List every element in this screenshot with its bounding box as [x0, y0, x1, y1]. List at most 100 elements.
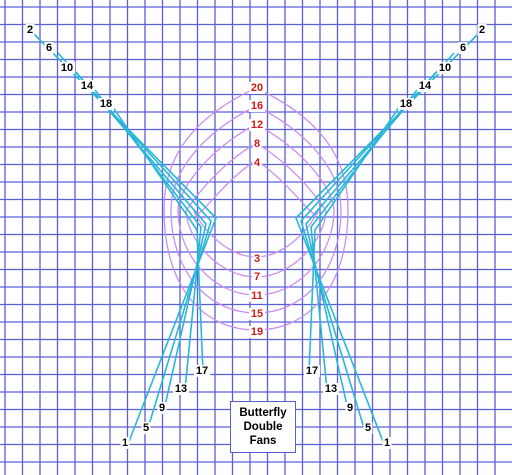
- left-bottom-label-bg: [141, 422, 151, 434]
- center-top-label: 4: [252, 157, 262, 169]
- right-top-label: 6: [458, 42, 468, 54]
- left-bottom-label-text: 9: [159, 402, 165, 414]
- right-top-label: 2: [477, 24, 487, 36]
- center-bottom-label-bg: [252, 271, 262, 283]
- left-top-label: 18: [98, 98, 114, 110]
- left-top-label-text: 14: [81, 80, 94, 92]
- right-top-label-bg: [437, 62, 453, 74]
- left-top-label: 2: [25, 24, 35, 36]
- right-fan-thread: [310, 89, 418, 391]
- left-bottom-label-bg: [173, 383, 189, 395]
- left-top-label-bg: [44, 42, 54, 54]
- right-bottom-label: 1: [382, 437, 392, 449]
- left-fan-thread: [75, 71, 207, 411]
- center-top-label-bg: [252, 157, 262, 169]
- right-bottom-label: 5: [363, 422, 373, 434]
- left-top-label-bg: [98, 98, 114, 110]
- right-top-label-bg: [398, 98, 414, 110]
- right-top-label: 10: [437, 62, 453, 74]
- center-bottom-label: 7: [252, 271, 262, 283]
- left-fan-thread: [57, 52, 212, 429]
- center-top-label-bg: [249, 119, 265, 131]
- left-bottom-label: 9: [157, 402, 167, 414]
- center-top-label-bg: [249, 82, 265, 94]
- right-bottom-label-bg: [363, 422, 373, 434]
- right-top-label-bg: [458, 42, 468, 54]
- left-top-label-text: 10: [61, 62, 73, 74]
- right-bottom-label-text: 5: [365, 422, 371, 434]
- diagram-title-box: Butterfly Double Fans: [230, 401, 296, 453]
- right-fan-thread: [300, 52, 455, 429]
- left-top-label-bg: [25, 24, 35, 36]
- center-top-label-text: 16: [251, 100, 263, 112]
- left-bottom-label-text: 1: [122, 437, 128, 449]
- left-bottom-label: 5: [141, 422, 151, 434]
- right-bottom-label: 9: [345, 402, 355, 414]
- center-bottom-label: 11: [249, 290, 265, 302]
- right-bottom-label-bg: [304, 365, 320, 377]
- center-bottom-label-bg: [249, 308, 265, 320]
- right-top-label-text: 2: [479, 24, 485, 36]
- center-bottom-label-text: 7: [254, 271, 260, 283]
- center-top-label: 16: [249, 100, 265, 112]
- right-fan-thread: [305, 71, 437, 411]
- center-curve-thread: [193, 159, 319, 258]
- left-bottom-label-bg: [157, 402, 167, 414]
- right-bottom-label-bg: [382, 437, 392, 449]
- title-line-2: Double: [243, 421, 283, 433]
- center-top-label: 20: [249, 82, 265, 94]
- right-bottom-label-text: 17: [306, 365, 318, 377]
- left-top-label-text: 2: [27, 24, 33, 36]
- right-top-label-bg: [417, 80, 433, 92]
- right-top-label-text: 18: [400, 98, 412, 110]
- left-top-label: 10: [59, 62, 75, 74]
- right-bottom-label: 13: [323, 383, 339, 395]
- fan-threads: [33, 33, 479, 445]
- right-bottom-label-bg: [345, 402, 355, 414]
- right-top-label: 14: [417, 80, 433, 92]
- left-bottom-label-text: 5: [143, 422, 149, 434]
- left-top-label-bg: [79, 80, 95, 92]
- title-line-3: Fans: [249, 435, 277, 447]
- right-top-label-text: 6: [460, 42, 466, 54]
- left-bottom-label-text: 17: [196, 365, 208, 377]
- center-bottom-label-bg: [252, 253, 262, 265]
- center-top-label: 8: [252, 138, 262, 150]
- left-bottom-label: 17: [194, 365, 210, 377]
- right-top-label: 18: [398, 98, 414, 110]
- center-top-label-text: 12: [251, 119, 263, 131]
- left-bottom-label: 1: [120, 437, 130, 449]
- center-top-label-bg: [252, 138, 262, 150]
- center-top-label-bg: [249, 100, 265, 112]
- center-top-label-text: 20: [251, 82, 263, 94]
- right-bottom-label-text: 9: [347, 402, 353, 414]
- left-top-label-bg: [59, 62, 75, 74]
- center-bottom-label: 3: [252, 253, 262, 265]
- right-top-label-text: 10: [439, 62, 451, 74]
- left-bottom-label: 13: [173, 383, 189, 395]
- thread-number-labels: 2610141826101418159131715913172016128437…: [25, 24, 487, 449]
- right-top-label-bg: [477, 24, 487, 36]
- center-bottom-label-bg: [249, 326, 265, 338]
- center-bottom-label-text: 19: [251, 326, 263, 338]
- left-fan-thread: [111, 105, 204, 373]
- center-top-label: 12: [249, 119, 265, 131]
- center-bottom-label-text: 3: [254, 253, 260, 265]
- right-bottom-label-text: 1: [384, 437, 390, 449]
- left-bottom-label-bg: [194, 365, 210, 377]
- left-bottom-label-bg: [120, 437, 130, 449]
- left-bottom-label-text: 13: [175, 383, 187, 395]
- center-top-label-text: 4: [254, 157, 261, 169]
- right-fan-thread: [295, 33, 479, 445]
- center-bottom-label-text: 15: [251, 308, 263, 320]
- left-top-label: 6: [44, 42, 54, 54]
- center-bottom-label: 15: [249, 308, 265, 320]
- right-fan-thread: [308, 105, 401, 373]
- right-top-label-text: 14: [419, 80, 432, 92]
- center-top-label-text: 8: [254, 138, 260, 150]
- left-fan-thread: [94, 89, 202, 391]
- center-bottom-label-bg: [249, 290, 265, 302]
